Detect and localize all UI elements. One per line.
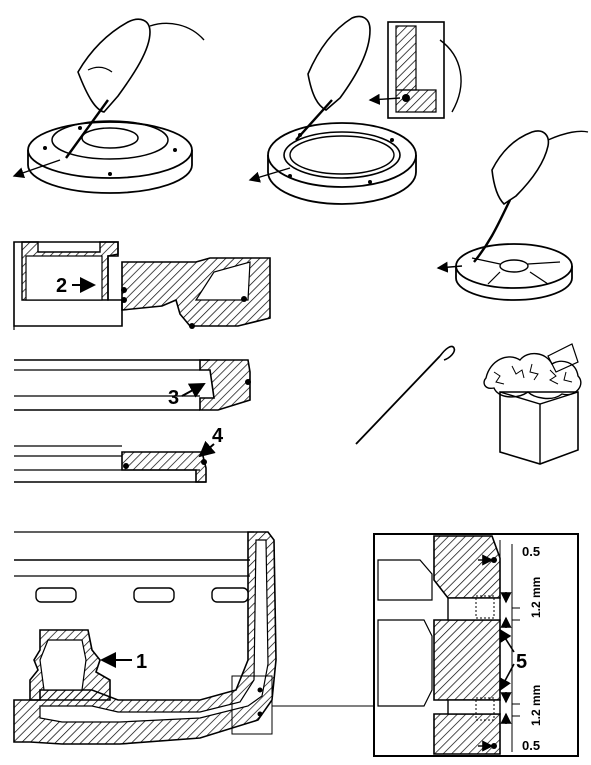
dimension-labels: 0.5 1.2 mm 1.2 mm 0.5 bbox=[522, 544, 543, 753]
housing-section-3 bbox=[14, 359, 251, 411]
disc-seal-removal-illustration bbox=[436, 243, 573, 301]
hand-pick-disc-icon bbox=[473, 130, 589, 263]
ring-seal-removal-illustration bbox=[248, 122, 417, 205]
steel-wool-box-icon bbox=[483, 343, 582, 465]
callout-3-label: 3 bbox=[168, 387, 179, 409]
callout-4-label: 4 bbox=[212, 425, 224, 447]
callout-1: 1 bbox=[100, 651, 147, 673]
detail-inset bbox=[373, 533, 579, 757]
flange-seal-removal-illustration bbox=[12, 120, 193, 194]
callout-4: 4 bbox=[198, 425, 224, 458]
callout-5: 5 bbox=[499, 628, 527, 692]
housing-section-main bbox=[13, 531, 374, 745]
housing-section-2 bbox=[13, 241, 271, 330]
lower-depth-dimension: 1.2 mm bbox=[529, 685, 543, 726]
callout-2-label: 2 bbox=[56, 275, 67, 297]
bottom-gap-dimension: 0.5 bbox=[522, 738, 540, 753]
hand-pick-ring-icon bbox=[295, 15, 462, 141]
callout-5-label: 5 bbox=[516, 651, 527, 673]
upper-depth-dimension: 1.2 mm bbox=[529, 577, 543, 618]
top-gap-dimension: 0.5 bbox=[522, 544, 540, 559]
callout-1-label: 1 bbox=[136, 651, 147, 673]
callout-3: 3 bbox=[168, 383, 206, 409]
scraper-tool-icon bbox=[355, 345, 456, 445]
housing-section-4 bbox=[14, 445, 207, 483]
hand-pick-seal-icon bbox=[65, 18, 205, 159]
callout-2: 2 bbox=[56, 275, 96, 297]
